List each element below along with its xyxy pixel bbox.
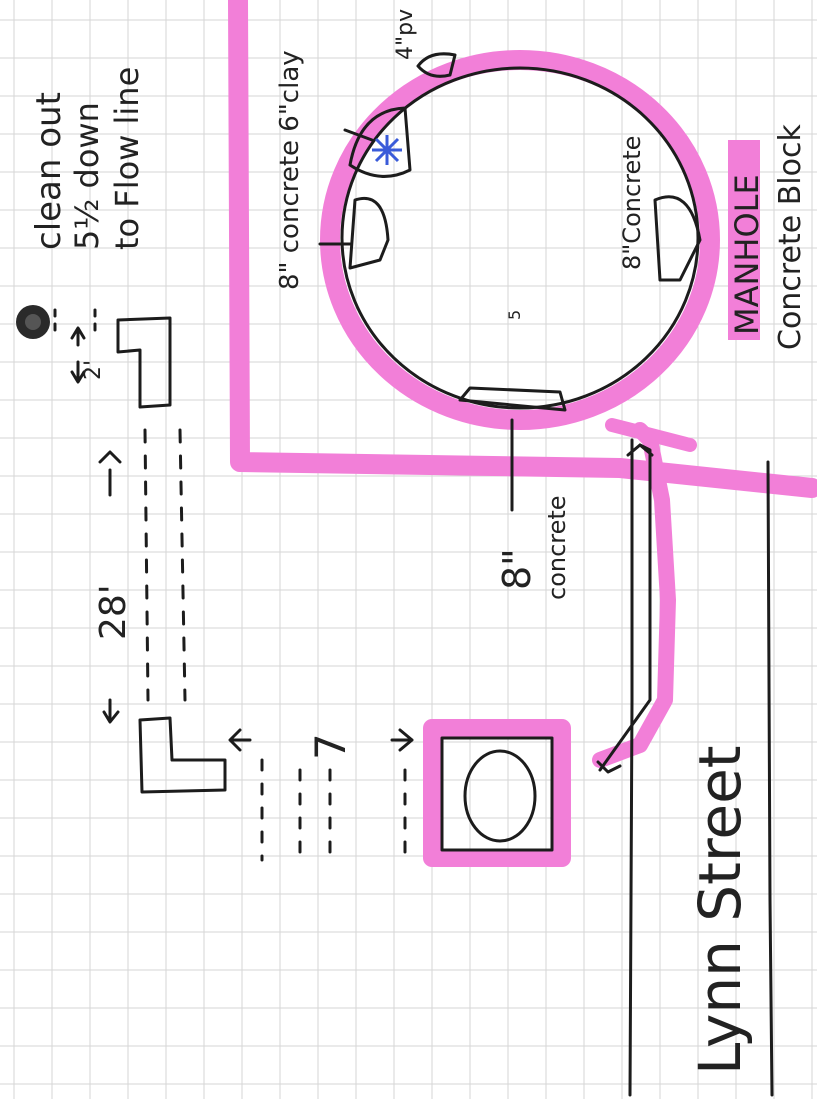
manhole-label: MANHOLE — [728, 174, 766, 335]
catch-basin-grate — [463, 749, 537, 843]
pipe-label-8-bottom-num: 8" — [495, 548, 539, 590]
dashed-pipe-1 — [143, 428, 150, 702]
cleanout-label-2: 5½ down — [68, 102, 106, 250]
cleanout-label-1: clean out — [29, 92, 69, 250]
dim-2-label: 2' — [81, 360, 106, 380]
cleanout-label-3: to Flow line — [108, 67, 146, 250]
pipe-label-4-pvc: 4"pv — [393, 9, 418, 60]
pipe-opening-right — [653, 195, 702, 282]
elbow-bottom — [138, 716, 227, 794]
dashed-cleanout — [53, 308, 97, 337]
blue-star-icon — [372, 135, 402, 165]
dim-28-arrow — [98, 450, 122, 724]
pipe-label-8-concrete-6-clay: 8" concrete 6"clay — [275, 50, 305, 290]
property-line-highlight — [228, 0, 817, 498]
service-arrow-head — [626, 443, 654, 457]
concrete-block-label: Concrete Block — [773, 124, 808, 350]
leader-6-clay — [343, 128, 374, 142]
dim-2-arrow — [70, 326, 86, 384]
manhole-outer-highlight — [320, 50, 720, 430]
service-arrow-head-bottom — [596, 760, 622, 774]
service-line — [598, 443, 652, 772]
street-label: Lynn Street — [686, 745, 754, 1075]
dashed-pipe-2 — [178, 428, 187, 702]
manhole-ring — [340, 66, 700, 410]
manhole-label-highlight — [728, 140, 760, 340]
cleanout-dot-inner-icon — [25, 314, 41, 330]
dim-28-label: 28' — [93, 584, 134, 640]
ink-drawing — [53, 52, 774, 1097]
street-line-left — [628, 438, 634, 1097]
dim-7-label: 7 — [306, 733, 355, 760]
dim-7-arrow — [228, 728, 414, 752]
catch-basin-highlight — [423, 719, 571, 867]
elbow-top — [116, 316, 172, 409]
pipe-label-8-bottom-word: concrete — [543, 495, 571, 600]
service-arrow-highlight — [605, 418, 697, 452]
small-mark: 5 — [505, 310, 524, 320]
pipe-opening-pvc — [416, 52, 457, 78]
pipe-label-8-concrete-right: 8"Concrete — [618, 136, 646, 270]
pipe-opening-bottom — [458, 386, 567, 412]
street-line-right — [766, 460, 774, 1097]
highlighter-marks — [228, 0, 817, 867]
catch-basin — [440, 736, 554, 852]
pipe-opening-left — [348, 197, 390, 270]
